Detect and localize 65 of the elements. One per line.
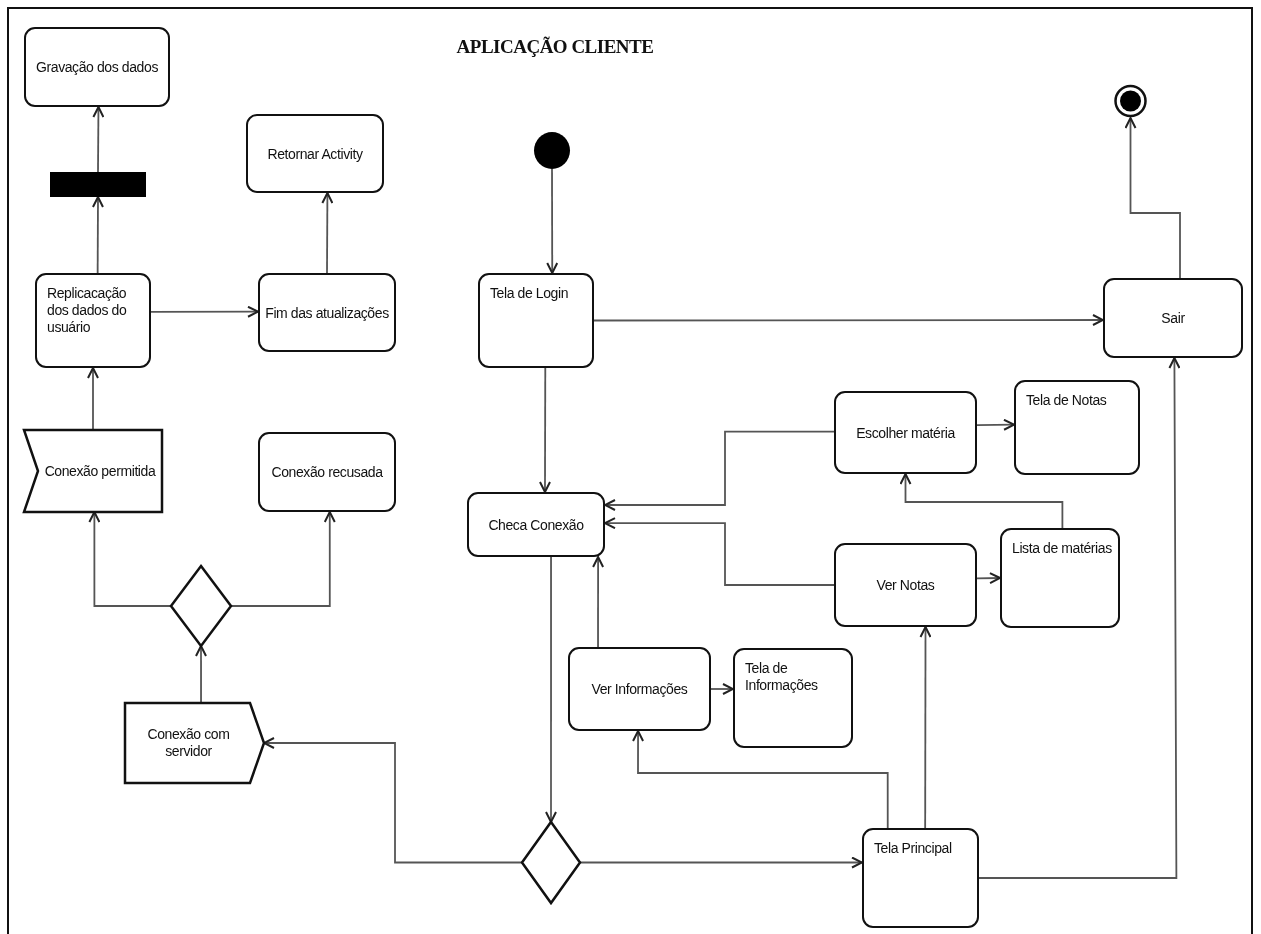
arrow	[546, 168, 559, 274]
flag-box	[24, 430, 162, 512]
arrow	[978, 357, 1181, 879]
arrow	[604, 430, 835, 511]
state-label: Tela de Informações	[745, 660, 819, 694]
state-label: Conexão permitida	[43, 462, 157, 480]
arrow	[88, 511, 172, 607]
state-label: Tela Principal	[874, 840, 953, 857]
final-node	[1114, 84, 1147, 118]
state-box	[1014, 380, 1140, 475]
arrow	[92, 106, 105, 173]
state-label: Checa Conexão	[487, 516, 585, 533]
state-label: Conexão recusada	[270, 463, 384, 481]
state-box	[1000, 528, 1120, 628]
arrow	[604, 517, 835, 586]
arrow	[91, 196, 104, 274]
fork-bar	[50, 172, 146, 197]
state-label: Replicacação dos dados do usuário	[47, 285, 128, 336]
diagram-title: APLICAÇÃO CLIENTE	[455, 36, 655, 58]
state-box	[1103, 278, 1243, 358]
state-box	[24, 27, 170, 107]
state-label: Tela de Login	[490, 285, 570, 302]
state-label: Tela de Notas	[1026, 392, 1108, 409]
arrow	[150, 305, 259, 318]
state-box	[467, 492, 605, 557]
state-label: Escolher matéria	[855, 424, 957, 441]
state-label: Sair	[1160, 309, 1186, 327]
state-box	[862, 828, 979, 928]
arrow	[545, 556, 557, 823]
decision-diamond	[171, 566, 231, 646]
arrow	[632, 730, 889, 829]
pentagon-box	[125, 703, 264, 783]
arrow	[593, 314, 1104, 326]
state-box	[258, 432, 396, 512]
arrow	[919, 626, 932, 829]
state-box	[834, 543, 977, 627]
state-label: Ver Informações	[590, 680, 689, 698]
arrow	[976, 418, 1015, 431]
initial-node	[534, 132, 570, 169]
state-box	[834, 391, 977, 474]
arrow	[592, 556, 605, 648]
arrow	[230, 511, 336, 607]
state-label: Fim das atualizações	[264, 304, 390, 321]
arrow	[539, 367, 551, 493]
arrow	[710, 683, 734, 695]
state-box	[478, 273, 594, 368]
state-box	[568, 647, 711, 731]
state-box	[35, 273, 151, 368]
state-label: Retornar Activity	[266, 145, 364, 162]
arrow	[195, 645, 207, 704]
arrow	[1124, 117, 1181, 279]
state-box	[733, 648, 853, 748]
arrow	[321, 192, 334, 274]
state-label: Conexão com servidor	[146, 726, 231, 760]
state-label: Gravação dos dados	[35, 58, 159, 76]
decision-diamond	[522, 822, 580, 903]
state-box	[258, 273, 396, 352]
state-label: Lista de matérias	[1012, 540, 1112, 557]
arrow	[263, 737, 523, 864]
arrow	[899, 473, 1064, 529]
state-label: Ver Notas	[875, 576, 936, 594]
arrow	[87, 367, 99, 431]
state-box	[246, 114, 384, 193]
arrow	[579, 856, 863, 869]
arrow	[976, 572, 1001, 585]
